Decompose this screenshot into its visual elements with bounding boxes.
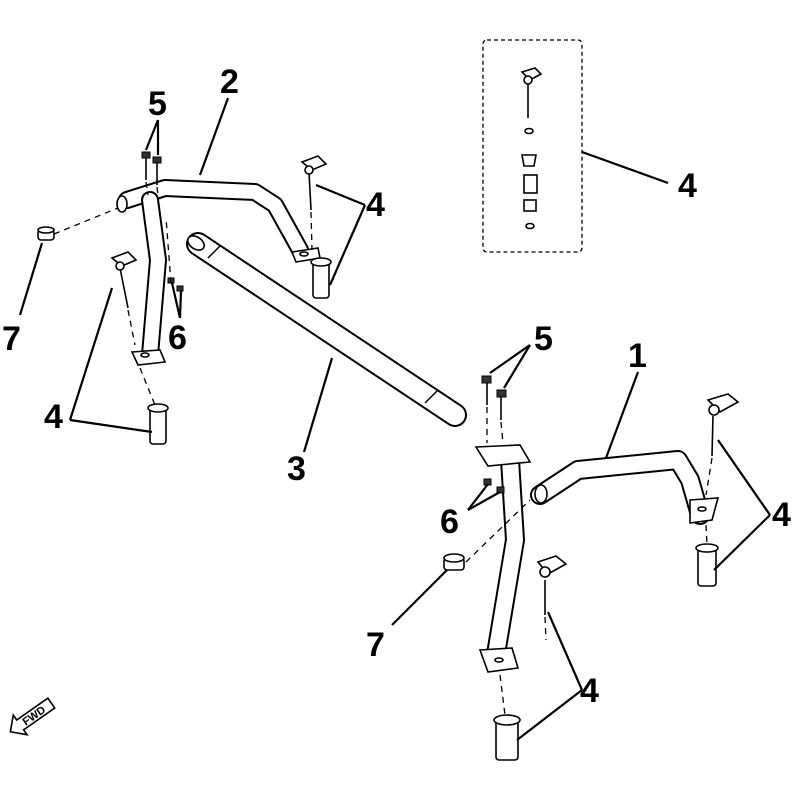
inset-washer-bottom: [525, 222, 535, 230]
bolts-right: [481, 375, 507, 420]
fwd-arrow: FWD: [9, 697, 56, 736]
leader-lines: [18, 97, 771, 741]
inset-kit-box: [482, 39, 583, 253]
bushing-right: [695, 543, 719, 587]
callout-nut-right: 6: [440, 503, 459, 541]
callout-pin-top: 4: [366, 186, 385, 224]
callout-nut-left: 6: [168, 319, 187, 357]
callout-frame-rh: 1: [628, 337, 647, 375]
callout-cap-left: 7: [2, 320, 21, 358]
callout-pin-inset: 4: [678, 167, 697, 205]
inset-washer: [524, 127, 534, 135]
quick-pin-right: [706, 393, 740, 457]
frame-rh: [474, 444, 720, 673]
callout-pin-bottom: 4: [580, 672, 599, 710]
inset-quick-pin: [520, 67, 543, 118]
quick-pin-front: [536, 555, 568, 615]
inset-sleeve: [523, 174, 538, 194]
end-cap-left: [37, 226, 55, 241]
assembly-lines: [53, 181, 713, 716]
callout-bolt-right: 5: [534, 320, 553, 358]
fwd-arrow-icon: [9, 697, 56, 736]
end-cap-right: [443, 553, 465, 571]
callout-frame-lh: 2: [220, 63, 239, 101]
bushing-left: [147, 403, 169, 445]
callout-pin-right: 4: [772, 496, 791, 534]
callouts: 1 2 3 4 4 4 4 4 5 5 6 6 7 7: [2, 63, 791, 710]
frame-lh: [116, 179, 321, 366]
bushing-bottom: [493, 714, 521, 761]
callout-cap-right: 7: [366, 626, 385, 664]
callout-cross-tube: 3: [287, 450, 306, 488]
quick-pin-left: [110, 251, 138, 309]
callout-bolt-left: 5: [148, 85, 167, 123]
bolts-left: [141, 151, 162, 185]
quick-pin-top: [300, 155, 328, 211]
inset-spacer: [523, 199, 537, 212]
inset-bushing-top: [521, 154, 537, 167]
cross-tube: [186, 232, 467, 427]
bushing-top: [310, 257, 332, 299]
callout-pin-left: 4: [44, 398, 63, 436]
